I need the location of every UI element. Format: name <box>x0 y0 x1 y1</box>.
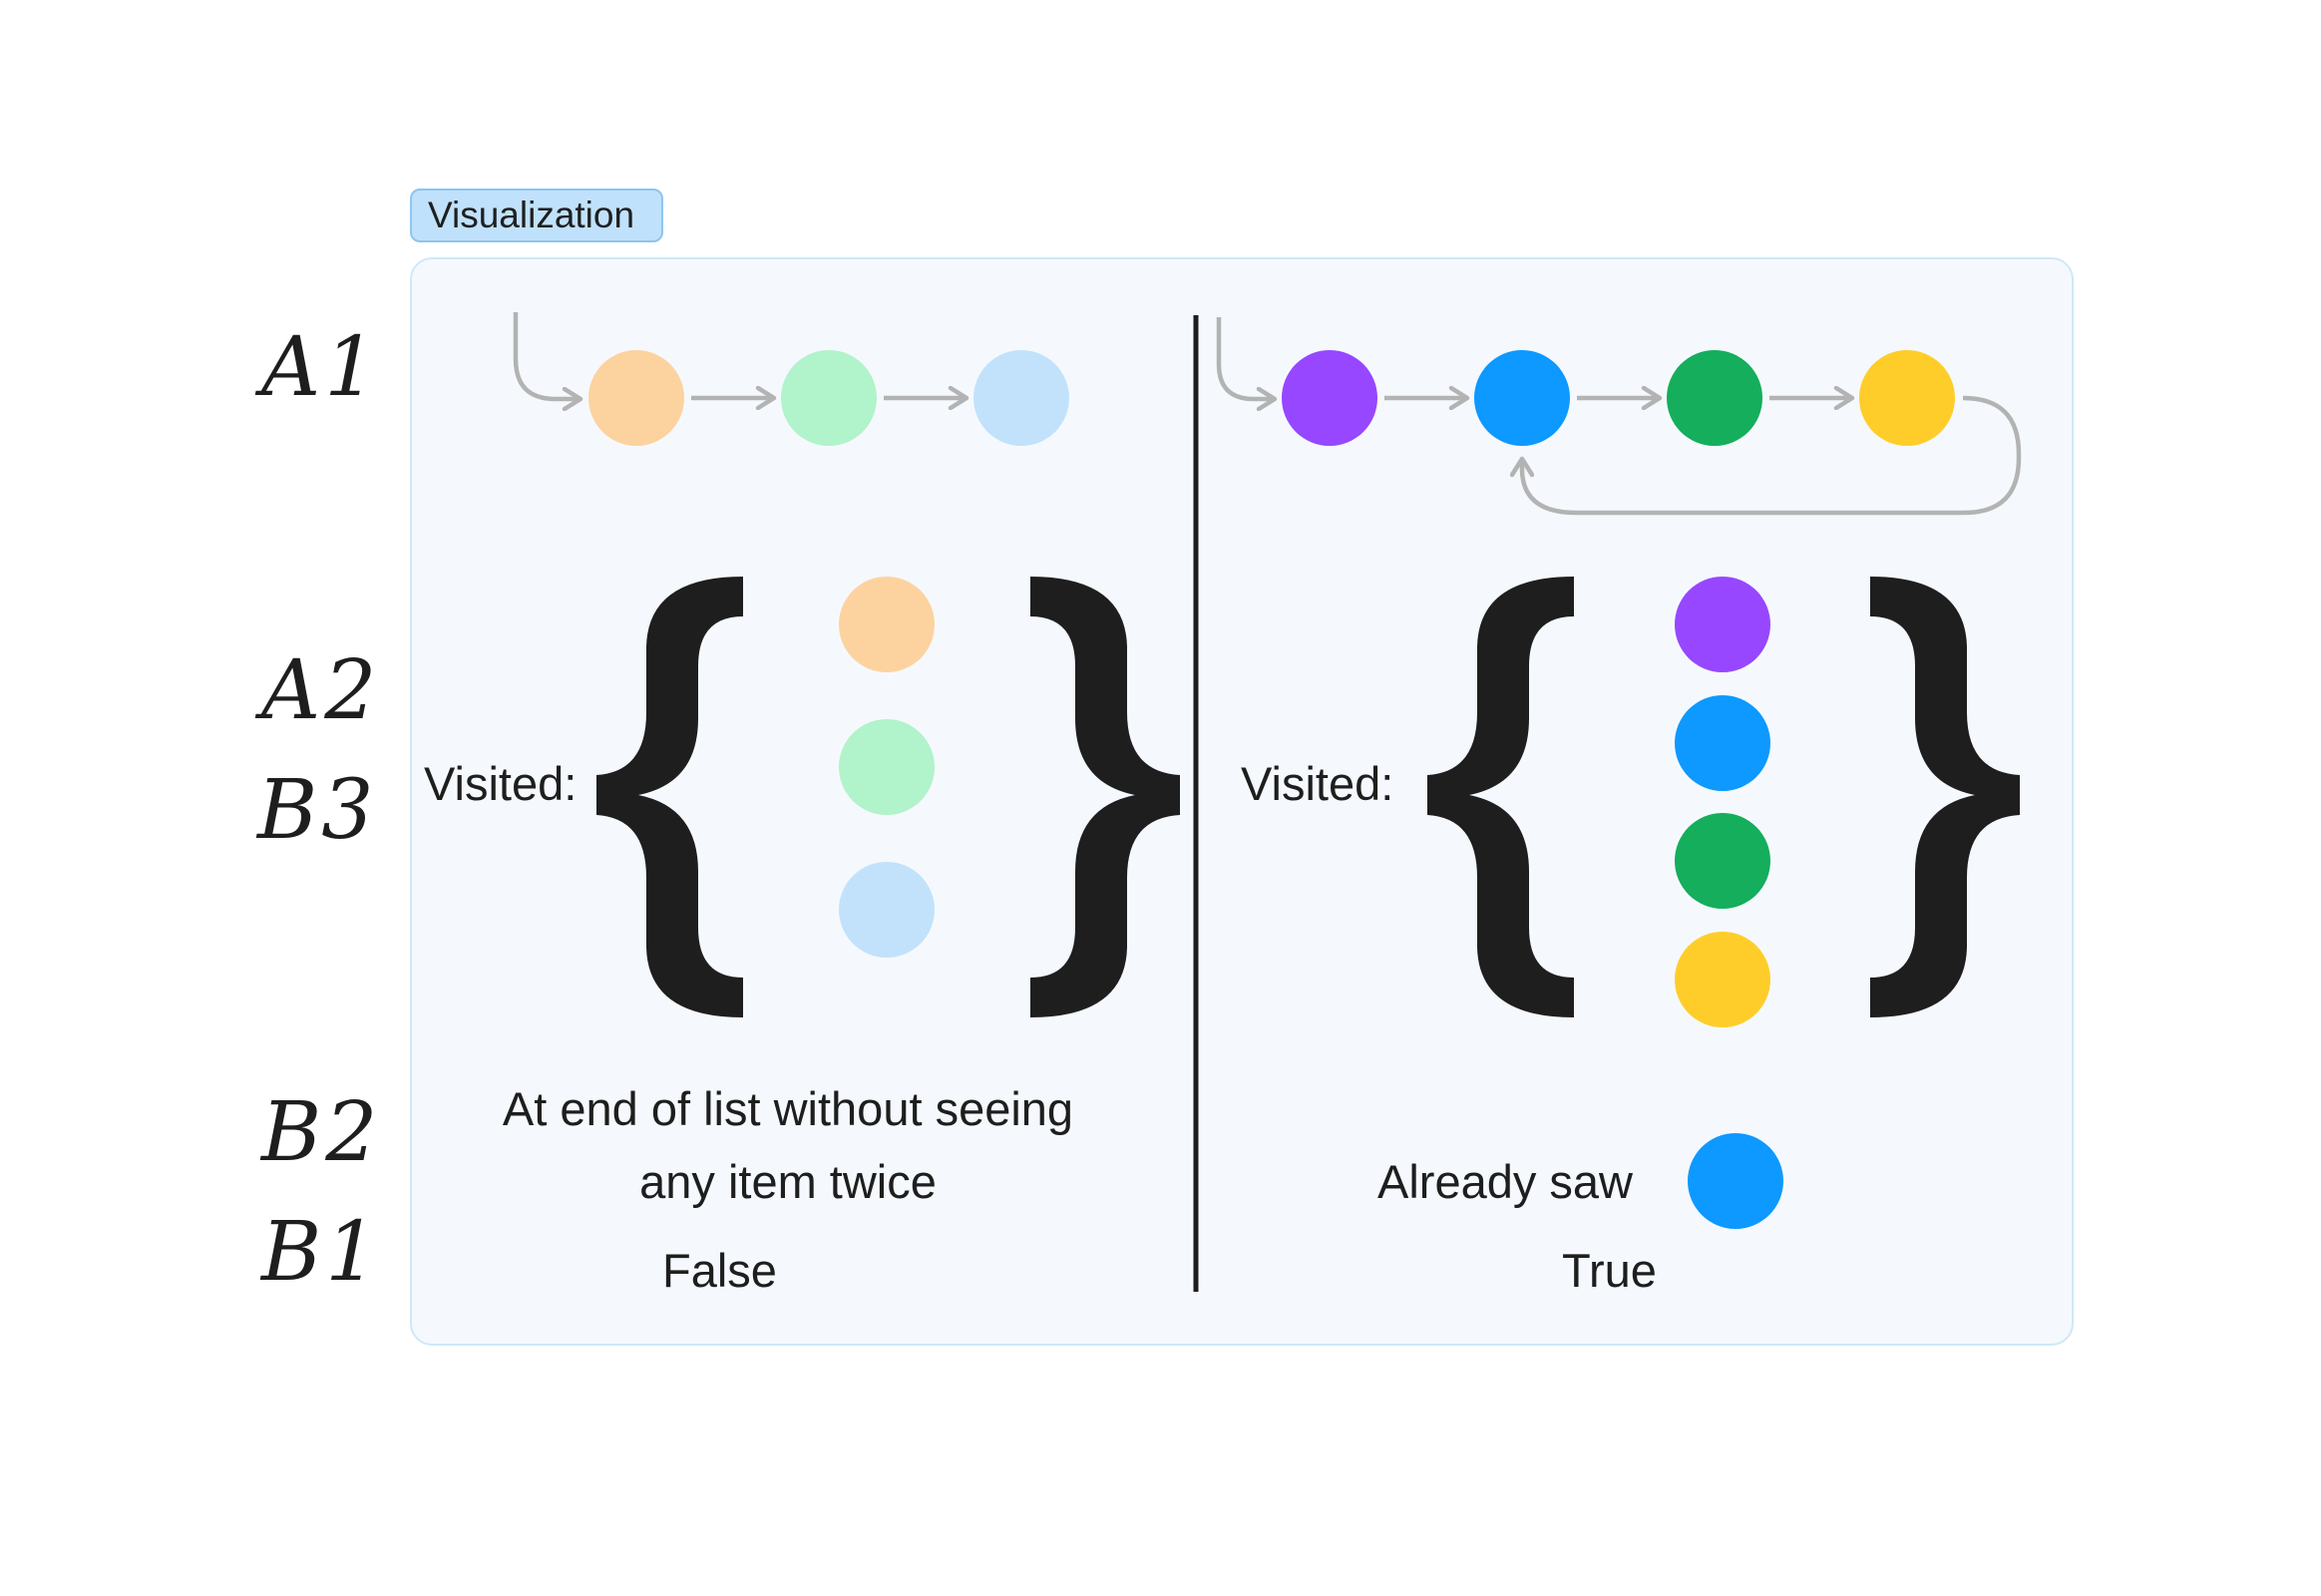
right-cycle-arrow <box>1522 395 2022 516</box>
row-label-a1: A1 <box>261 320 381 415</box>
right-visited-label: Visited: <box>1241 757 1394 810</box>
left-node-light-blue <box>973 350 1069 446</box>
visualization-tag: Visualization <box>410 189 663 242</box>
left-node-peach <box>588 350 684 446</box>
left-visited-set <box>596 577 1180 1017</box>
right-visited-green <box>1675 813 1770 909</box>
left-visited-peach <box>839 577 935 672</box>
right-visited-blue <box>1675 695 1770 791</box>
row-label-b2: B2 <box>261 1085 382 1180</box>
left-open-brace <box>596 577 743 1017</box>
visualization-panel <box>410 257 2074 1346</box>
row-label-b1: B1 <box>261 1205 382 1300</box>
left-visited-light-blue <box>839 862 935 958</box>
right-visited-purple <box>1675 577 1770 672</box>
left-node-mint <box>781 350 877 446</box>
right-visited-yellow <box>1675 932 1770 1027</box>
right-close-brace <box>1870 577 2020 1017</box>
right-visited-set <box>1427 577 2020 1027</box>
right-open-brace <box>1427 577 1574 1017</box>
right-node-green <box>1667 350 1762 446</box>
left-message-line2: any item twice <box>639 1155 937 1208</box>
left-linked-list <box>513 312 1069 446</box>
right-message: Already saw <box>1377 1155 1633 1208</box>
right-node-yellow <box>1859 350 1955 446</box>
right-entry-arrow <box>1216 317 1275 399</box>
already-saw-node-blue <box>1688 1133 1783 1229</box>
left-visited-label: Visited: <box>424 757 578 810</box>
right-linked-list <box>1216 317 2022 516</box>
left-message-line1: At end of list without seeing <box>502 1082 1074 1135</box>
right-node-blue <box>1474 350 1570 446</box>
left-close-brace <box>1030 577 1180 1017</box>
row-label-b3: B3 <box>257 763 378 858</box>
left-entry-arrow <box>513 312 580 399</box>
right-result: True <box>1562 1244 1657 1297</box>
left-result: False <box>662 1244 777 1297</box>
right-node-purple <box>1282 350 1377 446</box>
row-label-a2: A2 <box>261 643 381 738</box>
left-visited-mint <box>839 719 935 815</box>
